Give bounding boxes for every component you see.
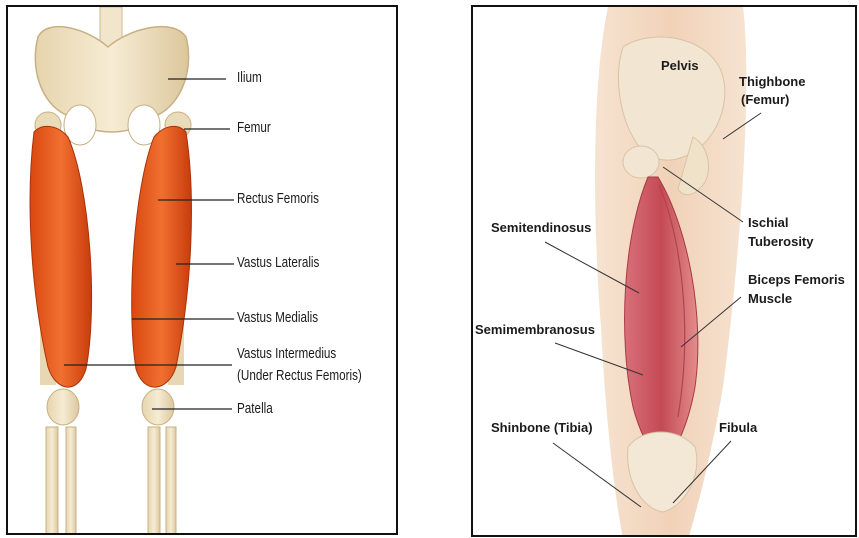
tibia-right-b	[166, 427, 176, 535]
label-thighbone-femur: (Femur)	[741, 91, 789, 108]
hamstrings-diagram-panel: Pelvis Thighbone (Femur) Ischial Tuberos…	[471, 5, 857, 537]
label-semitendinosus: Semitendinosus	[491, 219, 591, 236]
tibia-left-b	[66, 427, 76, 535]
patella-right	[142, 389, 174, 425]
label-pelvis: Pelvis	[661, 57, 699, 74]
label-vastus-medialis: Vastus Medialis	[237, 309, 318, 326]
label-vastus-lateralis: Vastus Lateralis	[237, 254, 319, 271]
label-ilium: Ilium	[237, 69, 262, 86]
label-fibula: Fibula	[719, 419, 757, 436]
quadriceps-illustration	[8, 7, 398, 535]
label-patella: Patella	[237, 400, 273, 417]
label-vastus-intermedius: Vastus Intermedius	[237, 345, 336, 362]
label-ischial: Ischial	[748, 214, 788, 231]
label-vastus-intermedius-note: (Under Rectus Femoris)	[237, 367, 362, 384]
label-rectus-femoris: Rectus Femoris	[237, 190, 319, 207]
label-biceps-femoris: Biceps Femoris	[748, 271, 845, 288]
quadriceps-muscle-left	[30, 126, 92, 387]
femur-head	[623, 146, 659, 178]
label-shinbone: Shinbone (Tibia)	[491, 419, 593, 436]
label-thighbone: Thighbone	[739, 73, 805, 90]
label-semimembranosus: Semimembranosus	[475, 321, 595, 338]
label-femur: Femur	[237, 119, 271, 136]
patella-left	[47, 389, 79, 425]
quadriceps-diagram-panel: Ilium Femur Rectus Femoris Vastus Latera…	[6, 5, 398, 535]
label-tuberosity: Tuberosity	[748, 233, 814, 250]
label-muscle: Muscle	[748, 290, 792, 307]
tibia-left-a	[46, 427, 58, 535]
tibia-right-a	[148, 427, 160, 535]
